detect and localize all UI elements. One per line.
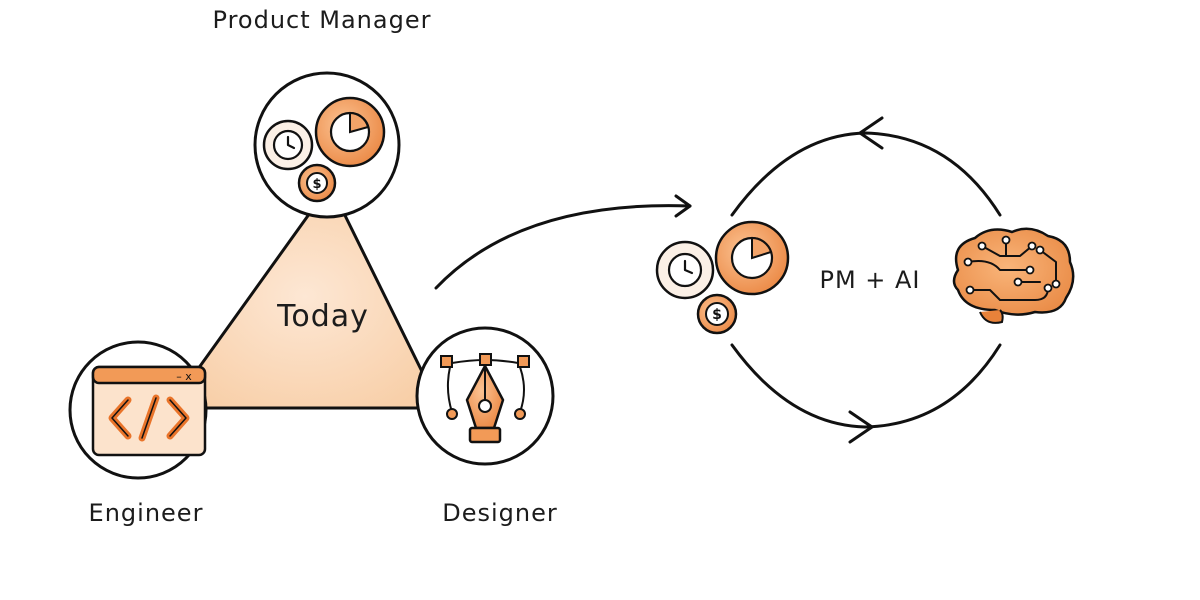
gear-clock-icon [655, 240, 715, 300]
loop-top-arrowhead [858, 116, 884, 150]
loop-bottom-arrowhead [848, 410, 874, 444]
engineer-node: – x [68, 340, 208, 480]
gear-pie-chart-icon [314, 96, 386, 168]
today-triangle [168, 183, 442, 410]
loop-gears: $ [655, 220, 790, 335]
gear-pie-chart-icon [714, 220, 790, 296]
product-manager-node: $ [253, 71, 401, 219]
gear-dollar-icon: $ [696, 293, 738, 335]
designer-label: Designer [442, 499, 558, 527]
engineer-label: Engineer [89, 499, 204, 527]
transition-arrow [434, 194, 692, 290]
loop-top-arc [730, 131, 1002, 217]
window-controls-glyph: – x [176, 370, 192, 383]
loop-bottom-arc [730, 343, 1002, 429]
triangle-label: Today [276, 299, 369, 334]
loop-label: PM + AI [819, 266, 920, 294]
brain-circuit-icon [952, 227, 1075, 324]
dollar-glyph: $ [312, 177, 321, 192]
product-manager-label: Product Manager [213, 6, 432, 34]
designer-node [415, 326, 555, 466]
dollar-glyph: $ [712, 307, 722, 323]
code-window-icon: – x [91, 365, 207, 457]
pen-tool-icon [440, 353, 530, 444]
feedback-loop [730, 116, 1002, 444]
gear-clock-icon [262, 119, 314, 171]
gear-dollar-icon: $ [297, 163, 337, 203]
